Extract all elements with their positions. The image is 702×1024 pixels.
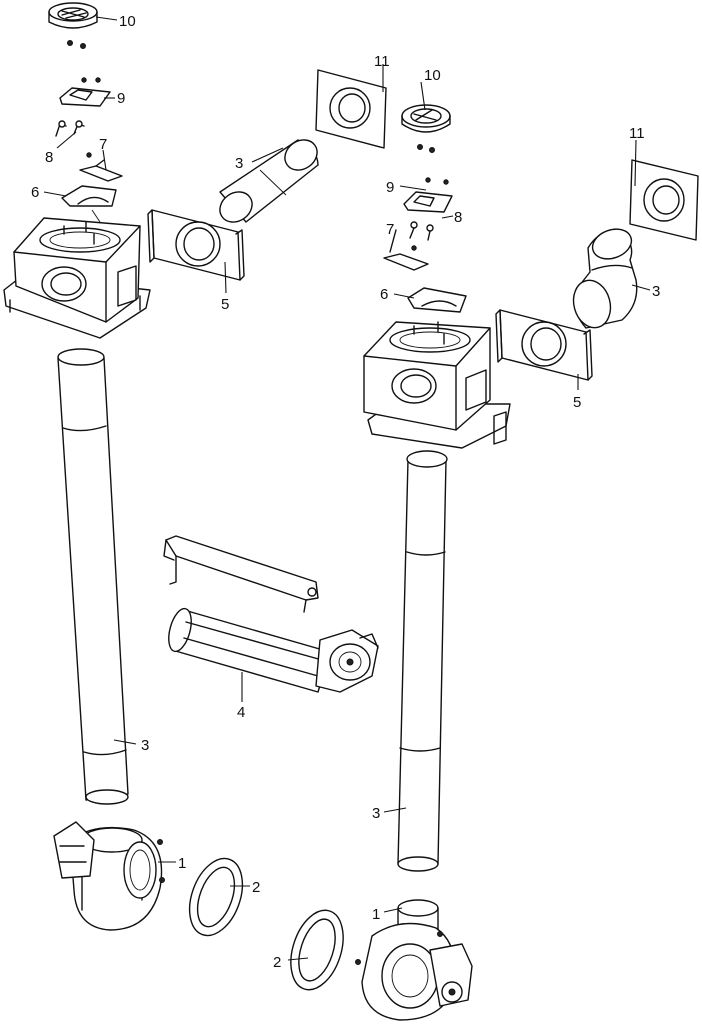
- callout-5-right: 5: [573, 394, 581, 411]
- callout-3-lower-left: 3: [141, 737, 149, 754]
- part-2-gasket-ring-right: [290, 909, 344, 991]
- callout-3-upper-left: 3: [235, 155, 243, 172]
- part-3-short-duct-left: [219, 139, 319, 223]
- part-8-clips-right: [409, 221, 434, 251]
- part-6-gasket-plate-right: [407, 287, 467, 313]
- part-6-gasket-plate-left: [61, 185, 117, 223]
- leader-lines: [43, 16, 651, 961]
- callout-11-right: 11: [629, 125, 645, 142]
- part-10-vent-cap-left: [48, 2, 98, 29]
- callout-numbers: 10 9 8 7 6 3 5 3 4 1 2 11 10 9 8 7 11 3 …: [31, 13, 660, 971]
- callout-1-right: 1: [372, 906, 380, 923]
- callout-11-center: 11: [374, 53, 390, 70]
- callout-10-left: 10: [119, 13, 136, 30]
- part-4-mounting-rail: [163, 535, 319, 613]
- callout-3-upper-right: 3: [652, 283, 660, 300]
- part-2-gasket-ring-left: [188, 857, 244, 937]
- part-9-bracket-left: [59, 77, 111, 107]
- callout-4: 4: [237, 704, 245, 721]
- part-7-small-bracket-right: [383, 229, 429, 271]
- part-7-small-bracket-left: [79, 152, 123, 182]
- callout-6-left: 6: [31, 184, 39, 201]
- callout-7-left: 7: [99, 136, 107, 153]
- screws-right: [417, 144, 435, 153]
- part-11-vent-plate-right: [629, 159, 699, 241]
- callout-1-left: 1: [178, 855, 186, 872]
- part-1-blower-housing-right: [355, 899, 473, 1021]
- part-3-elbow-duct-right: [572, 228, 638, 329]
- callout-7-right: 7: [386, 221, 394, 238]
- part-5-collar-plate-left: [147, 209, 245, 281]
- part-3-long-duct-right: [397, 450, 448, 872]
- callout-3-lower-right: 3: [372, 805, 380, 822]
- callout-8-left: 8: [45, 149, 53, 166]
- callout-2-left: 2: [252, 879, 260, 896]
- part-4-blower-motor: [168, 607, 379, 693]
- callout-9-left: 9: [117, 90, 125, 107]
- part-9-bracket-right: [403, 177, 453, 213]
- screws-left: [67, 40, 86, 49]
- callout-5-left: 5: [221, 296, 229, 313]
- damper-box-right: [363, 321, 511, 449]
- callout-6-right: 6: [380, 286, 388, 303]
- part-1-blower-housing-left: [53, 821, 165, 931]
- callout-10-right: 10: [424, 67, 441, 84]
- callout-9-right: 9: [386, 179, 394, 196]
- part-11-vent-plate-center: [315, 69, 387, 149]
- part-10-vent-cap-right: [401, 104, 451, 133]
- part-5-collar-plate-right: [495, 309, 593, 381]
- damper-box-left: [3, 217, 151, 339]
- callout-8-right: 8: [454, 209, 462, 226]
- callout-2-right: 2: [273, 954, 281, 971]
- part-8-clips-left: [55, 120, 85, 137]
- part-3-long-duct-left: [57, 348, 129, 805]
